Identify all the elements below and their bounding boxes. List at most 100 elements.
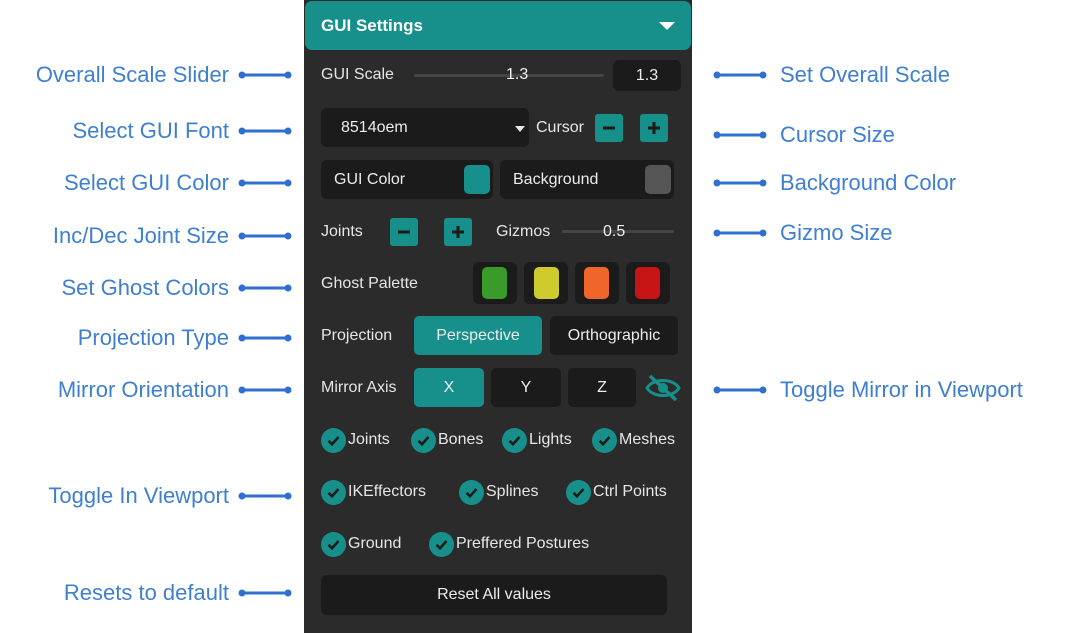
gui-color-label: GUI Color — [334, 170, 406, 188]
connector-line — [713, 229, 767, 237]
toggle-bones[interactable]: Bones — [411, 427, 483, 453]
annotation-label: Resets to default — [63, 580, 229, 605]
joints-decrease-button[interactable] — [390, 218, 418, 246]
connector-line — [238, 492, 292, 500]
gui-scale-input[interactable]: 1.3 — [613, 60, 681, 91]
annotation-toggle-in-viewport: Toggle In Viewport — [48, 481, 293, 511]
toggle-label: Ground — [348, 535, 402, 552]
collapse-triangle-icon[interactable] — [659, 21, 675, 30]
toggle-label: Splines — [486, 483, 539, 500]
annotation-label: Gizmo Size — [780, 220, 893, 245]
toggle-ctrl-points[interactable]: Ctrl Points — [566, 479, 667, 505]
annotation-label: Toggle Mirror in Viewport — [780, 377, 1023, 402]
background-color-label: Background — [513, 170, 599, 188]
annotation-resets-to-default: Resets to default — [64, 578, 293, 608]
dropdown-arrow-icon — [515, 126, 525, 132]
ghost-color-4-swatch[interactable] — [635, 267, 660, 299]
toggle-label: IKEffectors — [348, 483, 426, 500]
toggle-label: Lights — [529, 431, 572, 448]
gizmos-label: Gizmos — [496, 223, 551, 240]
annotation-mirror-orientation: Mirror Orientation — [58, 375, 293, 405]
toggle-label: Meshes — [619, 431, 676, 448]
annotation-overall-scale-slider: Overall Scale Slider — [36, 60, 293, 90]
ghost-color-2-swatch[interactable] — [534, 267, 559, 299]
annotation-label: Projection Type — [77, 325, 229, 350]
joints-label: Joints — [321, 223, 363, 240]
projection-label: Projection — [321, 327, 393, 344]
toggle-ikeffectors[interactable]: IKEffectors — [321, 479, 426, 505]
font-select[interactable]: 8514oem — [321, 108, 529, 147]
checkmark-icon — [321, 427, 346, 453]
connector-line — [238, 127, 292, 135]
annotation-label: Set Overall Scale — [780, 62, 950, 87]
checkmark-icon — [321, 479, 346, 505]
cursor-increase-button[interactable] — [640, 114, 668, 142]
gizmos-slider[interactable] — [562, 230, 674, 233]
annotation-projection-type: Projection Type — [78, 323, 293, 353]
ghost-color-3-swatch[interactable] — [584, 267, 609, 299]
font-select-value: 8514oem — [341, 118, 408, 136]
annotation-cursor-size: Cursor Size — [712, 120, 895, 150]
annotation-set-overall-scale: Set Overall Scale — [712, 60, 950, 90]
checkmark-icon — [592, 427, 617, 453]
connector-line — [238, 334, 292, 342]
projection-orthographic-button[interactable]: Orthographic — [550, 316, 678, 355]
reset-all-label: Reset All values — [437, 586, 551, 603]
gizmos-value: 0.5 — [603, 223, 626, 240]
annotation-label: Mirror Orientation — [57, 377, 229, 402]
minus-icon — [603, 126, 615, 130]
mirror-axis-z-button[interactable]: Z — [568, 368, 636, 407]
cursor-label: Cursor — [536, 119, 585, 136]
annotation-label: Cursor Size — [780, 122, 895, 147]
checkmark-icon — [459, 479, 484, 505]
plus-icon — [452, 226, 464, 238]
annotation-label: Select GUI Color — [63, 170, 229, 195]
annotation-toggle-mirror: Toggle Mirror in Viewport — [712, 375, 1023, 405]
connector-line — [238, 232, 292, 240]
annotation-gizmo-size: Gizmo Size — [712, 218, 892, 248]
mirror-axis-x-button[interactable]: X — [414, 368, 484, 407]
toggle-label: Ctrl Points — [593, 483, 667, 500]
checkmark-icon — [411, 427, 436, 453]
checkmark-icon — [502, 427, 527, 453]
gui-settings-panel: GUI Settings GUI Scale 1.3 1.3 8514oem C… — [304, 0, 692, 633]
connector-line — [238, 386, 292, 394]
gui-scale-slider-value: 1.3 — [506, 66, 529, 83]
annotation-label: Toggle In Viewport — [48, 483, 229, 508]
annotation-background-color: Background Color — [712, 168, 956, 198]
annotation-label: Select GUI Font — [72, 118, 229, 143]
toggle-ground[interactable]: Ground — [321, 531, 401, 557]
annotation-label: Background Color — [780, 170, 957, 195]
ghost-color-1-swatch[interactable] — [482, 267, 507, 299]
gui-scale-label: GUI Scale — [321, 66, 394, 83]
annotation-ghost-colors: Set Ghost Colors — [61, 273, 293, 303]
connector-line — [238, 179, 292, 187]
gui-color-swatch[interactable] — [464, 165, 490, 194]
gui-scale-slider[interactable] — [414, 74, 604, 77]
annotation-select-gui-color: Select GUI Color — [64, 168, 293, 198]
projection-perspective-button[interactable]: Perspective — [414, 316, 542, 355]
cursor-decrease-button[interactable] — [595, 114, 623, 142]
connector-line — [713, 71, 767, 79]
checkmark-icon — [429, 531, 454, 557]
checkmark-icon — [321, 531, 346, 557]
checkmark-icon — [566, 479, 591, 505]
minus-icon — [398, 230, 410, 234]
toggle-lights[interactable]: Lights — [502, 427, 572, 453]
annotation-joint-size: Inc/Dec Joint Size — [53, 221, 293, 251]
toggle-splines[interactable]: Splines — [459, 479, 538, 505]
reset-all-button[interactable]: Reset All values — [321, 575, 667, 615]
mirror-axis-y-button[interactable]: Y — [491, 368, 561, 407]
toggle-joints[interactable]: Joints — [321, 427, 390, 453]
joints-increase-button[interactable] — [444, 218, 472, 246]
panel-header[interactable]: GUI Settings — [305, 1, 691, 50]
eye-slash-icon[interactable] — [644, 372, 682, 404]
annotation-label: Inc/Dec Joint Size — [52, 223, 229, 248]
toggle-meshes[interactable]: Meshes — [592, 427, 675, 453]
annotation-label: Set Ghost Colors — [61, 275, 229, 300]
background-color-swatch[interactable] — [645, 165, 671, 194]
ghost-palette-label: Ghost Palette — [321, 275, 418, 292]
toggle-preffered-postures[interactable]: Preffered Postures — [429, 531, 589, 557]
connector-line — [713, 131, 767, 139]
connector-line — [713, 386, 767, 394]
